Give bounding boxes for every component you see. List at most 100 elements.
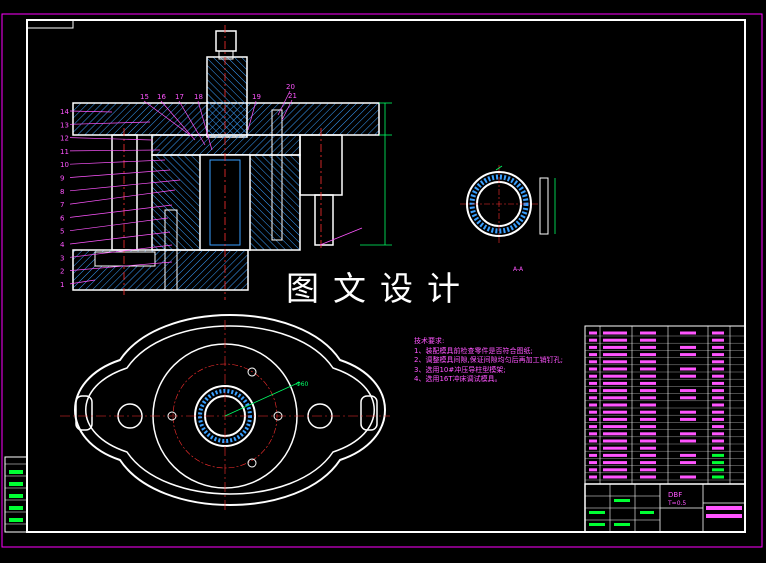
part-number-12: 12 (60, 135, 69, 143)
parts-cell-index (589, 381, 597, 385)
parts-cell-code (603, 417, 627, 421)
parts-cell-name (640, 475, 656, 479)
parts-cell-index (589, 367, 597, 371)
parts-cell-remark (712, 461, 724, 465)
title-drawing-code: DBF (668, 491, 682, 499)
parts-cell-remark (712, 410, 724, 414)
parts-cell-material (680, 410, 696, 414)
leader-line-9 (69, 169, 171, 178)
leader-line-1 (69, 279, 96, 285)
part-number-18: 18 (194, 93, 203, 101)
parts-cell-code (603, 389, 627, 393)
parts-cell-remark (712, 453, 724, 457)
parts-cell-name (640, 345, 656, 349)
parts-cell-name (640, 396, 656, 400)
part-number-8: 8 (60, 188, 64, 196)
parts-cell-name (640, 374, 656, 378)
parts-cell-material (680, 432, 696, 436)
parts-cell-material (680, 389, 696, 393)
parts-cell-remark (712, 439, 724, 443)
section-label: A-A (513, 266, 524, 273)
parts-cell-index (589, 360, 597, 364)
part-number-15: 15 (140, 93, 149, 101)
part-number-11: 11 (60, 148, 69, 156)
parts-cell-code (603, 475, 627, 479)
parts-cell-code (603, 374, 627, 378)
parts-cell-index (589, 389, 597, 393)
parts-cell-index (589, 461, 597, 465)
part-number-13: 13 (60, 121, 69, 129)
parts-cell-name (640, 425, 656, 429)
parts-cell-name (640, 453, 656, 457)
leader-line-15 (143, 100, 191, 136)
parts-cell-code (603, 353, 627, 357)
parts-cell-code (603, 453, 627, 457)
parts-cell-material (680, 453, 696, 457)
parts-cell-code (603, 338, 627, 342)
parts-cell-name (640, 417, 656, 421)
parts-cell-code (603, 461, 627, 465)
parts-cell-remark (712, 432, 724, 436)
parts-cell-material (680, 417, 696, 421)
left-revision-table (4, 456, 28, 533)
leader-line-11 (69, 149, 161, 152)
parts-cell-code (603, 396, 627, 400)
parts-cell-code (603, 345, 627, 349)
part-number-17: 17 (175, 93, 184, 101)
leader-line-17 (178, 100, 206, 146)
technical-requirements: 技术要求: 1、装配模具前检查零件是否符合图纸; 2、调整模具间隙,保证间隙均匀… (414, 337, 589, 389)
parts-cell-remark (712, 353, 724, 357)
leader-line-20 (277, 90, 291, 116)
parts-cell-index (589, 453, 597, 457)
parts-cell-code (603, 403, 627, 407)
parts-cell-material (680, 475, 696, 479)
leader-line-3 (69, 244, 173, 258)
leader-line-18 (197, 100, 213, 151)
tech-req-title: 技术要求: (414, 337, 445, 345)
parts-cell-code (603, 331, 627, 335)
leader-line-2 (69, 261, 173, 271)
parts-cell-index (589, 374, 597, 378)
title-block: DBF T=0.5 (584, 483, 746, 533)
parts-cell-name (640, 432, 656, 436)
parts-cell-index (589, 425, 597, 429)
parts-cell-name (640, 468, 656, 472)
parts-cell-name (640, 331, 656, 335)
parts-cell-material (680, 353, 696, 357)
parts-cell-name (640, 446, 656, 450)
parts-cell-remark (712, 468, 724, 472)
parts-cell-index (589, 432, 597, 436)
tech-req-item-1: 1、装配模具前检查零件是否符合图纸; (414, 346, 533, 355)
part-number-2: 2 (60, 268, 64, 276)
parts-cell-name (640, 439, 656, 443)
parts-cell-index (589, 345, 597, 349)
parts-cell-code (603, 425, 627, 429)
parts-cell-name (640, 403, 656, 407)
part-number-21: 21 (288, 92, 297, 100)
ring-part-view (460, 165, 556, 243)
parts-cell-name (640, 381, 656, 385)
leader-line-4 (69, 231, 171, 245)
parts-cell-code (603, 381, 627, 385)
parts-cell-code (603, 446, 627, 450)
parts-cell-index (589, 331, 597, 335)
parts-cell-name (640, 389, 656, 393)
parts-cell-remark (712, 338, 724, 342)
parts-cell-index (589, 468, 597, 472)
code-box (26, 19, 74, 29)
parts-cell-remark (712, 374, 724, 378)
parts-cell-material (680, 367, 696, 371)
parts-cell-remark (712, 425, 724, 429)
part-number-19: 19 (252, 93, 261, 101)
sheet-border (1, 13, 763, 548)
part-number-9: 9 (60, 175, 64, 183)
tech-req-item-4: 4、选用16T冲床调试模具。 (414, 375, 502, 384)
part-number-1: 1 (60, 281, 64, 289)
parts-cell-index (589, 338, 597, 342)
parts-cell-index (589, 439, 597, 443)
parts-cell-index (589, 403, 597, 407)
part-number-16: 16 (157, 93, 166, 101)
